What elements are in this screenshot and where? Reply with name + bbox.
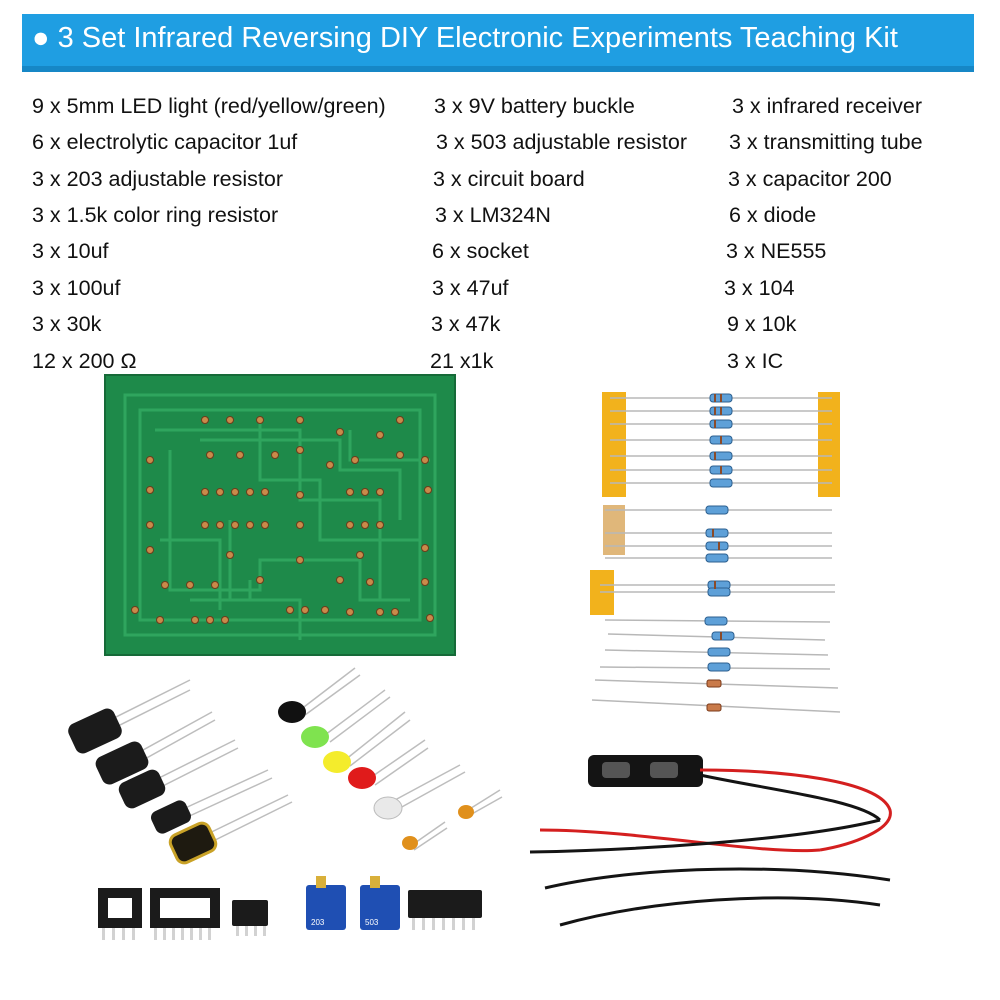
part-item: 3 x 203 adjustable resistor: [32, 167, 283, 191]
pot-label-203: 203: [311, 918, 325, 927]
part-item: 3 x 30k: [32, 312, 102, 336]
led-black: [278, 701, 306, 723]
potentiometers: [306, 876, 400, 930]
pot-label-503: 503: [365, 918, 379, 927]
tape-small: [603, 505, 625, 555]
tape-right: [818, 392, 840, 497]
led-red: [348, 767, 376, 789]
diode-2: [706, 703, 722, 712]
ic-chips: [232, 890, 482, 936]
part-item: 3 x 503 adjustable resistor: [436, 130, 687, 154]
part-item: 3 x 104: [724, 276, 795, 300]
battery-clip: [529, 755, 892, 927]
banner-title: ● 3 Set Infrared Reversing DIY Electroni…: [32, 22, 898, 54]
part-item: 3 x 47k: [431, 312, 501, 336]
pcb-pads: [131, 416, 434, 624]
part-item: 6 x diode: [729, 203, 817, 227]
led-green: [301, 726, 329, 748]
part-item: 3 x 1.5k color ring resistor: [32, 203, 279, 227]
part-item: 12 x 200 Ω: [32, 349, 137, 373]
part-item: 9 x 10k: [727, 312, 797, 336]
part-item: 3 x transmitting tube: [729, 130, 923, 154]
part-item: 3 x IC: [727, 349, 784, 373]
part-item: 9 x 5mm LED light (red/yellow/green): [32, 94, 386, 118]
part-item: 3 x 100uf: [32, 276, 121, 300]
resistors: [590, 392, 841, 713]
led-white: [373, 796, 403, 820]
diode-1: [706, 679, 722, 688]
pcb-traces: [123, 393, 437, 640]
part-item: 3 x 47uf: [432, 276, 509, 300]
part-item: 3 x 9V battery buckle: [434, 94, 635, 118]
part-item: 3 x LM324N: [435, 203, 551, 227]
leds: [278, 667, 466, 820]
circuit-board: [104, 374, 456, 656]
title-banner-shadow: [22, 66, 974, 72]
led-yellow: [323, 751, 351, 773]
ceramic-capacitors: [402, 789, 503, 851]
part-item: 3 x 10uf: [32, 239, 109, 263]
part-item: 3 x infrared receiver: [732, 94, 922, 118]
ic-sockets: [98, 888, 220, 940]
title-banner: [22, 14, 974, 70]
electrolytic-capacitors: [68, 679, 293, 865]
part-item: 6 x electrolytic capacitor 1uf: [32, 130, 298, 154]
tape-left: [602, 392, 626, 497]
part-item: 3 x capacitor 200: [728, 167, 892, 191]
part-item: 21 x1k: [430, 349, 494, 373]
part-item: 3 x circuit board: [433, 167, 585, 191]
part-item: 6 x socket: [432, 239, 529, 263]
part-item: 3 x NE555: [726, 239, 827, 263]
